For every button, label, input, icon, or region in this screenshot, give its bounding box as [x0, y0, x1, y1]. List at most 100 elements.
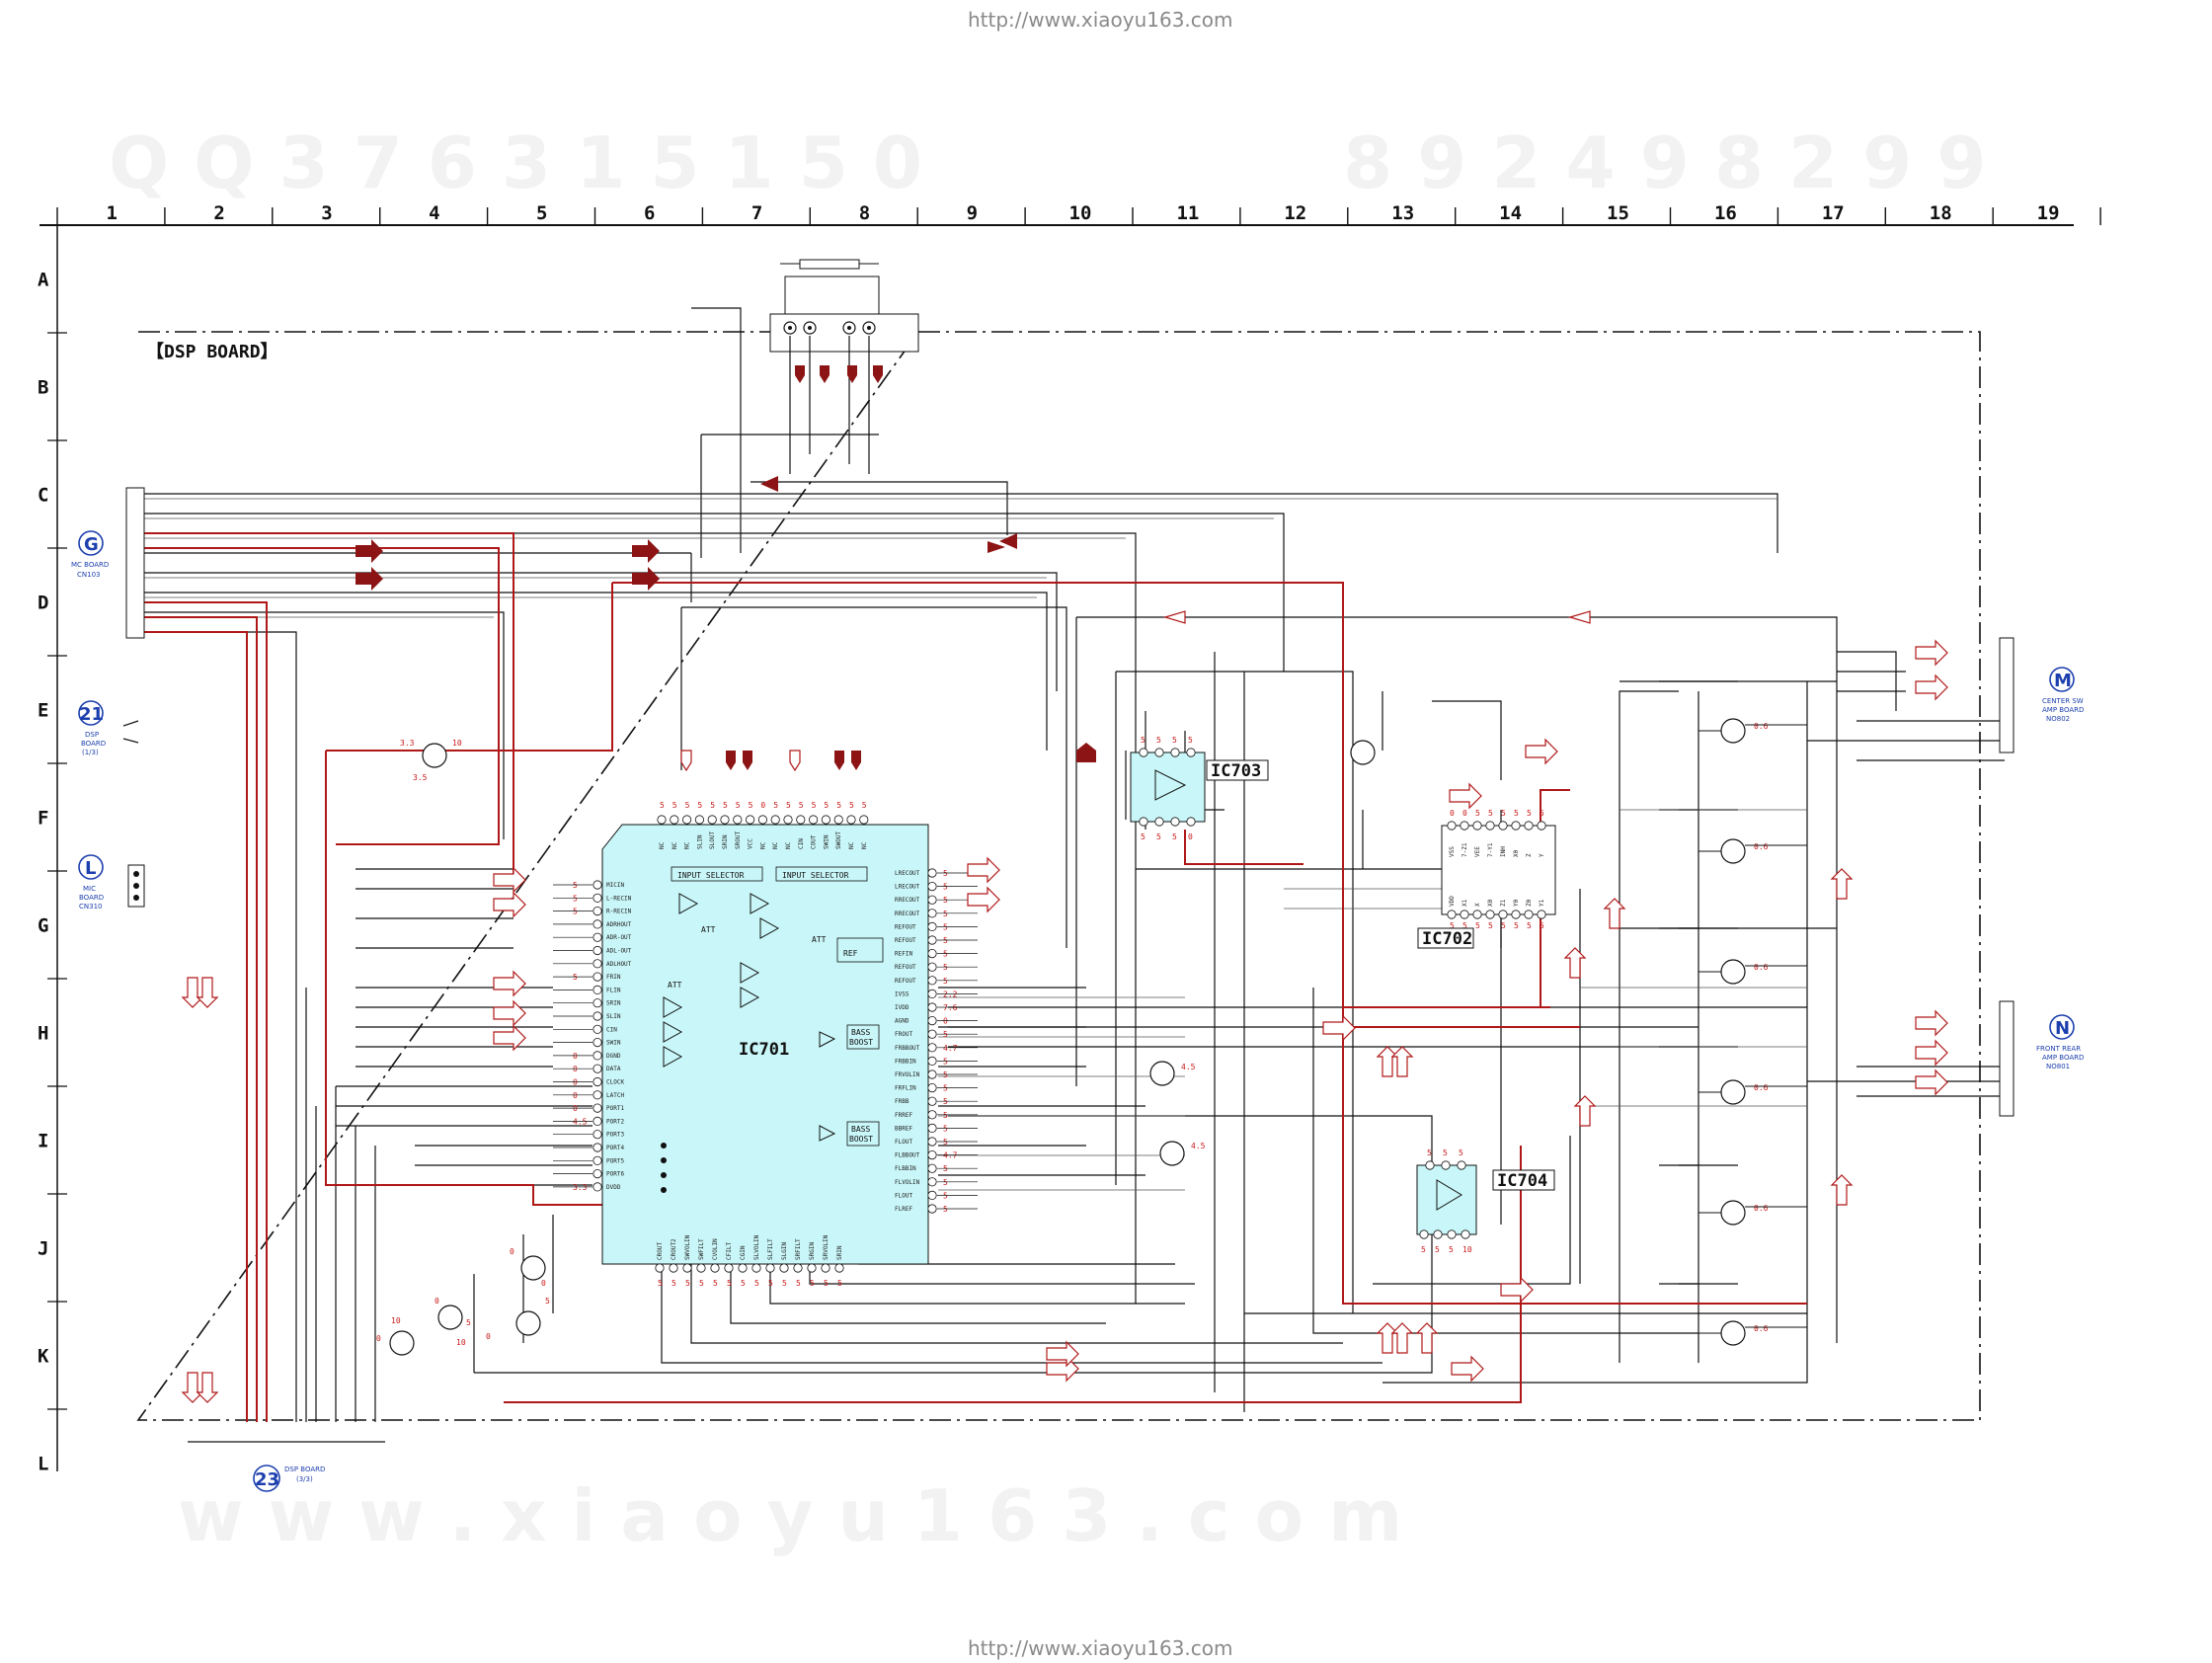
ic701-top-volt-9: 0: [760, 801, 765, 810]
column-label-15: 15: [1607, 202, 1629, 224]
ic701-left-volt-19: 4.5: [573, 1117, 588, 1126]
ic701-right-pin-16: FRVOLIN: [895, 1071, 920, 1078]
ic701-top-volt-8: 5: [749, 801, 753, 810]
column-label-17: 17: [1822, 202, 1845, 224]
ic701-top-volt-17: 5: [862, 801, 867, 810]
ic702-top-pin-1: VSS: [1449, 846, 1456, 857]
ic701-bottom-volt-9: 5: [768, 1279, 773, 1288]
ic701-top-volt-12: 5: [799, 801, 804, 810]
ic701-top-pin-10: NC: [772, 841, 779, 849]
ic701-bottom-volt-12: 5: [810, 1279, 815, 1288]
ic703-bottom-volt-3: 5: [1172, 832, 1177, 841]
ic701-bottom-pin-10: SLGIN: [781, 1242, 788, 1260]
ic701-right-volt-4: 5: [943, 910, 948, 918]
ic702-bottom-pin-6: Y0: [1513, 899, 1520, 907]
ic701-top-pin-6: SRIN: [722, 834, 729, 849]
column-label-3: 3: [321, 202, 332, 224]
ic703-top-volt-2: 5: [1156, 736, 1161, 745]
ic701-right-pin-4: RRECOUT: [895, 911, 920, 917]
row-label-G: G: [38, 915, 48, 937]
volt-q-e-1: 3.3: [400, 739, 415, 748]
ic701-left-pin-8: FRIN: [606, 974, 621, 981]
ic702-top-volt-2: 0: [1462, 809, 1467, 818]
ic701-right-volt-2: 5: [943, 883, 948, 892]
ic701-left-pin-22: PORT5: [606, 1157, 624, 1164]
ic702-top-pin-5: INH: [1500, 846, 1507, 857]
connector-n-line3: NO801: [2046, 1063, 2070, 1070]
ic701-right-pin-26: FLREF: [895, 1206, 912, 1213]
ic701-left-volt-3: 5: [573, 908, 578, 916]
ic701-right-volt-18: 5: [943, 1097, 948, 1106]
ic701-top-volt-10: 5: [773, 801, 778, 810]
ic701-left-volt-1: 5: [573, 881, 578, 890]
column-label-8: 8: [859, 202, 870, 224]
ic701-top-pin-14: SWIN: [823, 834, 830, 849]
ic702-top-volt-1: 0: [1450, 809, 1455, 818]
ic701-top-pin-15: SWOUT: [835, 832, 842, 849]
ic702-bottom-volt-8: 5: [1540, 921, 1544, 930]
ic701-ref: REF: [843, 949, 858, 958]
ic702-bottom-pin-8: Y1: [1539, 899, 1545, 907]
ic701-top-pin-1: NC: [659, 841, 666, 849]
jack-connector: [769, 259, 919, 353]
watermark-www: w w w . x i a o y u 1 6 3 . c o m: [178, 1474, 1402, 1557]
connector-23-letter: 23: [255, 1469, 279, 1490]
connector-n-letter: N: [2055, 1018, 2070, 1039]
ic701-right-volt-1: 5: [943, 869, 948, 878]
connector-21: 21 DSP BOARD (1/3): [78, 700, 139, 756]
wiring-black: [138, 307, 2005, 1422]
ic701-right-volt-13: 5: [943, 1030, 948, 1039]
ic701-top-pin-12: CIN: [798, 838, 805, 849]
connector-l-line3: CN310: [79, 903, 103, 911]
transistors: 0.60.60.60.60.60.6: [389, 718, 1807, 1356]
connector-m: M CENTER SW AMP BOARD NO802: [1999, 637, 2084, 753]
ic701-right-volt-3: 5: [943, 896, 948, 905]
ic701-left-volt-8: 5: [573, 973, 578, 982]
ic701-right-pin-23: FLBBIN: [895, 1165, 916, 1172]
ic702-top-volt-6: 5: [1514, 809, 1519, 818]
ic701-top-pin-9: NC: [759, 841, 766, 849]
ic701-left-pin-2: L-RECIN: [606, 895, 632, 902]
ic701-left-pin-17: LATCH: [606, 1092, 624, 1099]
ic702-top-pin-6: X0: [1513, 849, 1520, 857]
connector-23-line1: DSP BOARD: [284, 1465, 325, 1473]
ic701-bottom-pin-2: CROUT2: [671, 1238, 677, 1260]
ic701-bottom-pin-6: CFILT: [726, 1242, 733, 1260]
ic701-left-pin-5: ADR-OUT: [606, 934, 632, 941]
ic701-top-pin-13: COUT: [811, 834, 818, 849]
ic701-left-pin-16: CLOCK: [606, 1079, 624, 1086]
ic702-top-volt-3: 5: [1475, 809, 1480, 818]
volt-q-k-6: 0: [486, 1332, 491, 1341]
ic701-bottom-pin-12: SRGIN: [809, 1242, 816, 1260]
watermark-url-bottom: http://www.xiaoyu163.com: [968, 1636, 1233, 1660]
connector-21-line1: DSP: [85, 731, 99, 739]
ic701-top-pin-3: NC: [684, 841, 691, 849]
ic703-bottom-volt-4: 0: [1188, 832, 1193, 841]
column-label-10: 10: [1069, 202, 1092, 224]
ic701-right-pin-21: FLOUT: [895, 1139, 912, 1146]
ic701-right-pin-6: REFOUT: [895, 937, 916, 944]
ic701-left-pin-20: PORT3: [606, 1132, 624, 1139]
volt-q-out-6: 0.6: [1754, 1324, 1769, 1333]
volt-q-k-4: 5: [466, 1318, 471, 1327]
connector-l-letter: L: [85, 858, 96, 879]
ic701-top-volt-7: 5: [736, 801, 741, 810]
ic701-bottom-volt-3: 5: [685, 1279, 690, 1288]
volt-q-e-3: 3.5: [413, 773, 428, 782]
volt-q-j-2: 0: [541, 1279, 546, 1288]
ic704-bottom-volt-3: 5: [1449, 1245, 1454, 1254]
ic704-top-volt-2: 5: [1443, 1148, 1448, 1157]
column-label-2: 2: [213, 202, 224, 224]
volt-q-out-2: 0.6: [1754, 842, 1769, 851]
ic702-top-pin-7: Z: [1526, 853, 1533, 857]
ic704-bottom-volt-2: 5: [1435, 1245, 1440, 1254]
ic701-top-volt-11: 5: [786, 801, 791, 810]
ic702-bottom-volt-7: 5: [1527, 921, 1532, 930]
connector-m-letter: M: [2054, 671, 2072, 691]
ic701-left-pin-14: DGND: [606, 1053, 621, 1060]
ic704-bottom-volt-1: 5: [1421, 1245, 1426, 1254]
ic702-bottom-volt-5: 5: [1501, 921, 1506, 930]
column-label-14: 14: [1499, 202, 1522, 224]
